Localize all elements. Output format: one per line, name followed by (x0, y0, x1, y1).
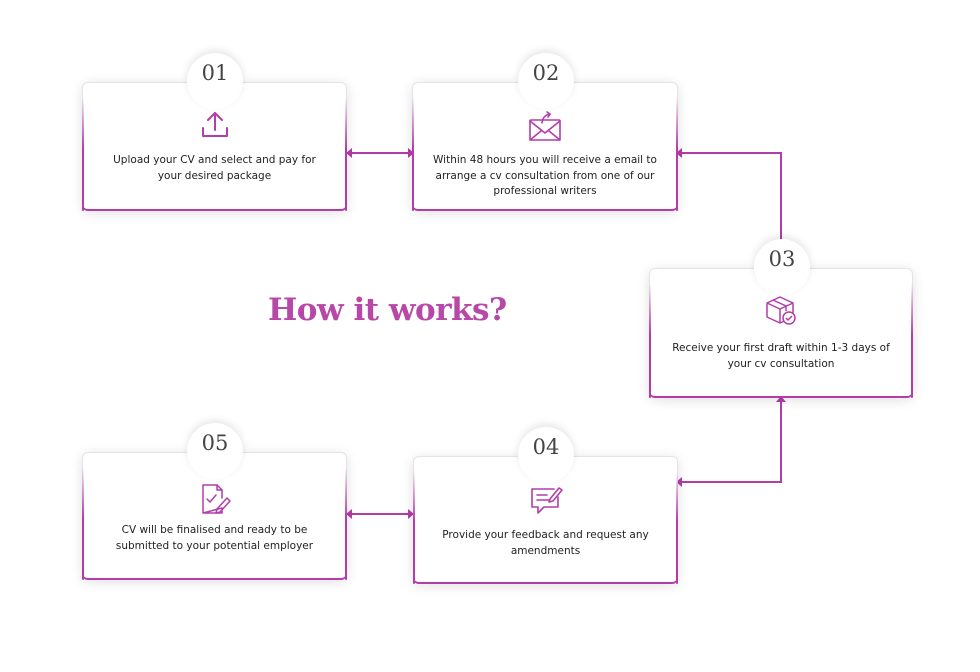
document-edit-icon (201, 484, 231, 514)
step-card-04: 04 Provide your feedback and request any… (413, 427, 678, 584)
step-text: Receive your first draft within 1-3 days… (672, 342, 890, 370)
step-card-02: 02 Within 48 hours you will receive a em… (412, 53, 678, 211)
step-text: Upload your CV and select and pay for yo… (113, 154, 316, 182)
step-card-03: 03 Receive your first draft within 1-3 d… (649, 239, 913, 398)
step-number: 01 (187, 53, 243, 109)
step-text: Within 48 hours you will receive a email… (433, 154, 657, 197)
chat-edit-icon (530, 487, 563, 514)
step-card-01: 01 Upload your CV and select and pay for… (82, 53, 347, 211)
package-icon (766, 296, 796, 325)
step-text: CV will be finalised and ready to be sub… (115, 524, 314, 552)
step-text: Provide your feedback and request any am… (442, 529, 649, 557)
step-number: 04 (518, 427, 574, 483)
step-number: 03 (754, 239, 810, 295)
step-number: 02 (518, 53, 574, 109)
step-card-05: 05 CV will be finalised and ready to be … (82, 423, 347, 580)
upload-icon (201, 112, 228, 137)
page-title: How it works? (268, 292, 507, 328)
step-number: 05 (187, 423, 243, 479)
envelope-icon (529, 111, 561, 141)
